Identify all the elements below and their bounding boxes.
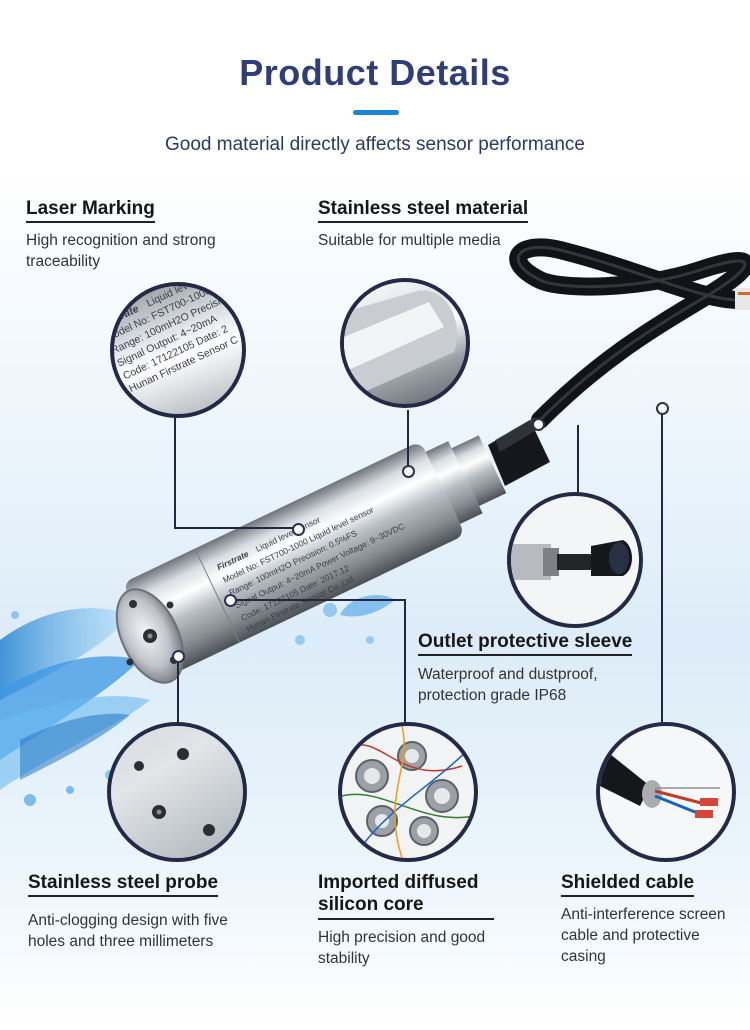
anchor-dot-probe xyxy=(172,650,185,663)
feature-laser-title: Laser Marking xyxy=(26,198,155,223)
zoom-steel-shape xyxy=(344,290,458,402)
feature-core-title-2: silicon core xyxy=(318,894,424,915)
cable xyxy=(509,238,750,429)
outlet-sleeve xyxy=(488,417,550,486)
zoom-stainless-steel xyxy=(340,278,470,408)
probe-face xyxy=(115,588,185,684)
feature-cable: Shielded cable xyxy=(561,872,695,897)
feature-core-title-1: Imported diffused xyxy=(318,872,479,893)
zoom-probe-shape xyxy=(111,726,243,858)
anchor-dot-sleeve xyxy=(532,418,545,431)
leader-lines xyxy=(174,385,663,728)
feature-steel-desc: Suitable for multiple media xyxy=(318,232,501,249)
feature-sleeve-desc: Waterproof and dustproof, protection gra… xyxy=(418,666,598,704)
feature-probe-desc: Anti-clogging design with five holes and… xyxy=(28,912,228,950)
anchor-dot-cable xyxy=(656,402,669,415)
feature-sleeve-title: Outlet protective sleeve xyxy=(418,631,633,656)
feature-sleeve: Outlet protective sleeve xyxy=(418,631,633,656)
anchor-dot-laser xyxy=(292,523,305,536)
zoom-cable-shape xyxy=(600,746,720,818)
zoom-outlet-sleeve xyxy=(507,492,643,628)
feature-core-desc: High precision and good stability xyxy=(318,929,486,967)
anchor-dot-core xyxy=(224,594,237,607)
anchor-dot-steel xyxy=(402,465,415,478)
feature-laser: Laser Marking xyxy=(26,198,155,223)
zoom-shielded-cable xyxy=(596,722,736,862)
zoom-sleeve-shape xyxy=(511,540,632,580)
zoom-laser-marking: Firstrate Liquid level se Model No: FST7… xyxy=(110,282,246,418)
water-splash xyxy=(0,595,395,806)
feature-steel-title: Stainless steel material xyxy=(318,198,529,223)
zoom-laser-engraving: Firstrate Liquid level se Model No: FST7… xyxy=(114,286,240,395)
feature-cable-title: Shielded cable xyxy=(561,872,695,897)
feature-cable-desc: Anti-interference screen cable and prote… xyxy=(561,906,726,965)
feature-probe-title: Stainless steel probe xyxy=(28,872,219,897)
feature-laser-desc: High recognition and strong traceability xyxy=(26,232,216,270)
zoom-core-shape xyxy=(342,726,474,858)
page-subtitle: Good material directly affects sensor pe… xyxy=(165,134,585,155)
title-underline xyxy=(353,110,399,115)
page-title: Product Details xyxy=(239,52,511,93)
feature-probe: Stainless steel probe xyxy=(28,872,219,897)
feature-steel: Stainless steel material xyxy=(318,198,529,223)
zoom-probe xyxy=(107,722,247,862)
feature-core: Imported diffused silicon core xyxy=(318,872,494,920)
zoom-silicon-core xyxy=(338,722,478,862)
